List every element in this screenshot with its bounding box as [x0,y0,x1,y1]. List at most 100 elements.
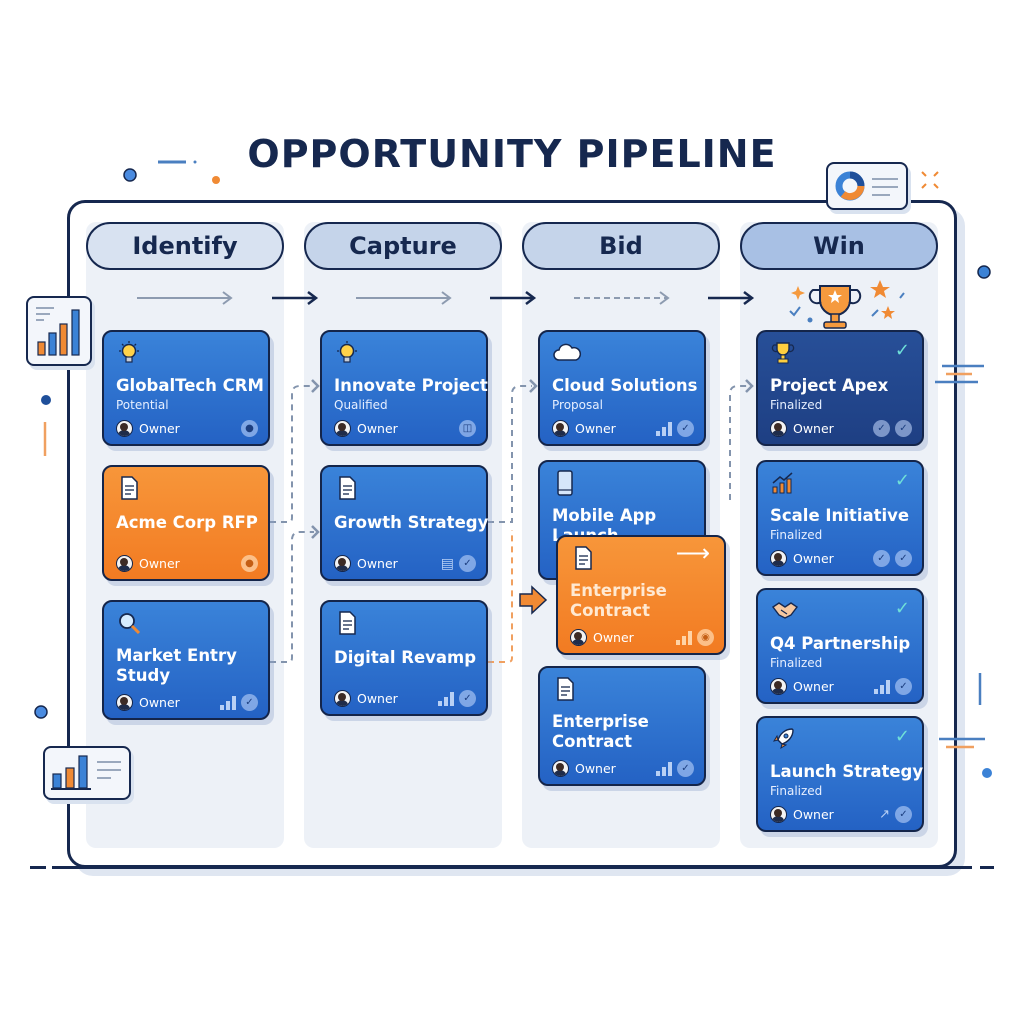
avatar [334,555,351,572]
dragging-opportunity-card[interactable]: ⟶ Enterprise Contract Owner ◉ [556,535,726,655]
donut-chart-widget [826,162,908,210]
opportunity-card[interactable]: Growth Strategy Owner ▤✓ [320,465,488,581]
owner-label: Owner [793,551,834,566]
document-icon [575,546,592,570]
bar-signal-icon [874,679,890,694]
decorative-dots [123,160,220,184]
avatar [770,550,787,567]
owner-label: Owner [139,556,180,571]
card-owner[interactable]: Owner [116,420,180,437]
decorative-marks [935,265,991,384]
opportunity-card[interactable]: Market Entry Study Owner ✓ [102,600,270,720]
card-owner[interactable]: Owner [334,555,398,572]
card-title: Project Apex [770,376,889,395]
card-title-line2: Contract [570,601,651,620]
stage-capture[interactable]: Capture [304,222,502,270]
document-icon [121,476,138,500]
document-icon [557,677,574,701]
owner-label: Owner [575,761,616,776]
bar-signal-icon [656,421,672,436]
card-title-line2: Study [116,666,171,685]
handshake-icon [771,602,799,619]
opportunity-card[interactable]: ✓ Launch Strategy Finalized Owner ↗✓ [756,716,924,832]
rocket-icon [772,728,794,750]
check-badge-icon[interactable]: ✓ [459,555,476,572]
check-badge-icon[interactable]: ✓ [873,420,890,437]
won-check-icon: ✓ [894,598,910,619]
phone-icon [557,470,573,496]
owner-label: Owner [793,679,834,694]
trophy-celebration-icon [789,280,905,329]
lightbulb-badge-icon[interactable]: ● [241,555,258,572]
avatar [116,420,133,437]
card-status: Finalized [770,784,823,798]
avatar [770,420,787,437]
opportunity-card[interactable]: Digital Revamp Owner ✓ [320,600,488,716]
opportunity-card-highlighted[interactable]: Acme Corp RFP Owner ● [102,465,270,581]
card-title: Enterprise [552,712,649,731]
baseline-dash [980,866,994,869]
check-badge-icon[interactable]: ✓ [677,420,694,437]
growth-chart-icon [772,472,793,494]
lightbulb-badge-icon[interactable]: ● [241,420,258,437]
card-owner[interactable]: Owner [334,420,398,437]
check-badge-icon[interactable]: ✓ [895,420,912,437]
card-owner[interactable]: Owner [770,806,834,823]
stage-arrow-icon [490,291,537,305]
bar-chart-widget [26,296,92,366]
avatar [570,629,587,646]
check-badge-icon[interactable]: ✓ [677,760,694,777]
globe-badge-icon[interactable]: ◉ [697,629,714,646]
card-title: Q4 Partnership [770,634,911,653]
opportunity-card[interactable]: Innovate Project Qualified Owner ◫ [320,330,488,446]
check-badge-icon[interactable]: ✓ [873,550,890,567]
check-badge-icon[interactable]: ✓ [895,806,912,823]
stage-win[interactable]: Win [740,222,938,270]
card-owner[interactable]: Owner [770,420,834,437]
trend-up-icon: ↗ [879,807,890,822]
cup-badge-icon[interactable]: ◫ [459,420,476,437]
document-small-icon[interactable]: ▤ [440,555,454,572]
won-check-icon: ✓ [894,340,910,361]
owner-label: Owner [593,630,634,645]
trophy-icon [771,342,795,364]
won-check-icon: ✓ [894,470,910,491]
card-owner[interactable]: Owner [116,694,180,711]
card-owner[interactable]: Owner [770,550,834,567]
avatar [770,678,787,695]
opportunity-card[interactable]: Cloud Solutions Proposal Owner ✓ [538,330,706,446]
card-status: Finalized [770,398,823,412]
bar-chart-icon [36,307,80,356]
check-badge-icon[interactable]: ✓ [459,690,476,707]
card-title-line2: Contract [552,732,633,751]
stage-identify[interactable]: Identify [86,222,284,270]
bar-signal-icon [676,630,692,645]
opportunity-card[interactable]: ✓ Scale Initiative Finalized Owner ✓✓ [756,460,924,576]
document-icon [339,611,356,635]
card-title: Scale Initiative [770,506,910,525]
move-arrow-icon: ⟶ [675,539,710,567]
stage-bid[interactable]: Bid [522,222,720,270]
card-owner[interactable]: Owner [770,678,834,695]
opportunity-card[interactable]: Enterprise Contract Owner ✓ [538,666,706,786]
opportunity-card[interactable]: ✓ Q4 Partnership Finalized Owner ✓ [756,588,924,704]
card-owner[interactable]: Owner [570,629,634,646]
bar-signal-icon [656,761,672,776]
bar-signal-icon [220,695,236,710]
card-owner[interactable]: Owner [552,760,616,777]
avatar [552,760,569,777]
baseline [52,866,972,869]
card-owner[interactable]: Owner [116,555,180,572]
card-owner[interactable]: Owner [334,690,398,707]
check-badge-icon[interactable]: ✓ [895,678,912,695]
page-title: OPPORTUNITY PIPELINE [247,132,777,176]
card-status: Finalized [770,656,823,670]
check-badge-icon[interactable]: ✓ [895,550,912,567]
lane-arrow-icon [356,291,452,305]
opportunity-card-won[interactable]: ✓ Project Apex Finalized Owner ✓ ✓ [756,330,924,446]
check-badge-icon[interactable]: ✓ [241,694,258,711]
owner-label: Owner [357,691,398,706]
card-owner[interactable]: Owner [552,420,616,437]
lane-arrow-dashed-icon [574,291,670,305]
opportunity-card[interactable]: GlobalTech CRM Potential Owner ● [102,330,270,446]
